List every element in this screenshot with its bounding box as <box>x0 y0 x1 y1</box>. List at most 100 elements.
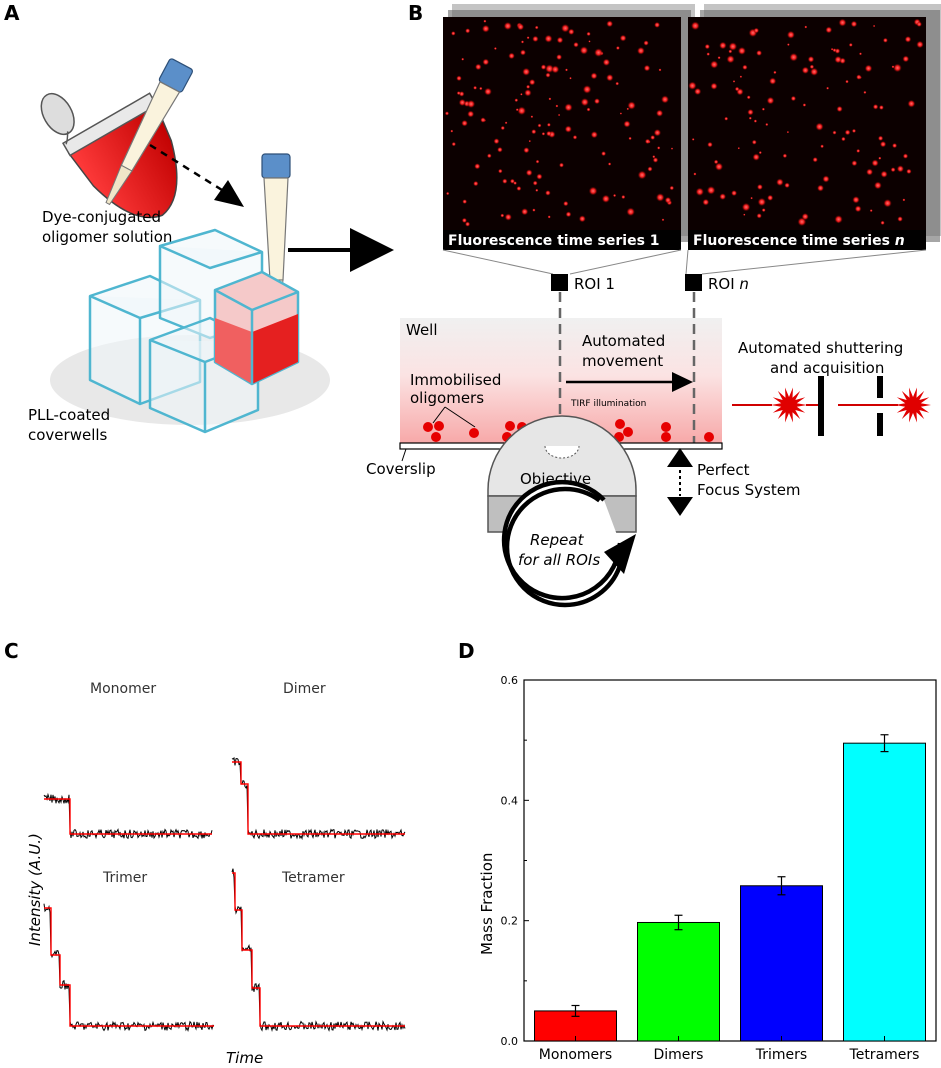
fluorescent-spot <box>863 90 867 94</box>
fluorescent-spot <box>482 58 490 66</box>
fluorescent-spot <box>812 157 818 163</box>
fluorescent-spot <box>456 91 461 96</box>
fluorescent-spot <box>892 143 898 149</box>
fluorescent-spot <box>626 207 635 217</box>
fluorescent-spot <box>804 25 808 29</box>
fluorescent-spot <box>719 193 727 201</box>
fluorescent-spot <box>534 25 539 30</box>
panel-label-d: D <box>458 639 475 663</box>
fluorescent-spot <box>830 47 834 51</box>
fluorescent-spot <box>688 81 697 90</box>
fluorescent-spot <box>536 173 543 180</box>
movement-label-1: Automated <box>582 332 665 350</box>
fluorescent-spot <box>834 55 842 64</box>
fluorescent-spot <box>545 72 551 78</box>
fluorescence-image-1: Fluorescence time series 1 <box>443 17 681 250</box>
fluorescent-spot <box>832 48 837 53</box>
fluorescence-image-n: Fluorescence time series n <box>688 17 926 250</box>
fluorescent-spot <box>747 109 754 116</box>
fluorescent-spot <box>535 159 540 164</box>
fluorescent-spot <box>742 64 748 71</box>
fluorescent-spot <box>902 198 906 202</box>
fluorescent-spot <box>802 103 807 107</box>
fluorescent-spot <box>801 213 809 221</box>
fluorescent-spot <box>475 63 482 71</box>
fluorescent-spot <box>516 186 522 191</box>
fluorescent-spot <box>752 153 760 161</box>
fluorescent-spot <box>590 72 598 80</box>
fluorescent-spot <box>728 42 738 51</box>
fluorescent-spot <box>530 115 534 119</box>
fluorescent-spot <box>661 218 665 222</box>
fluorescent-spot <box>504 213 512 221</box>
fluorescent-spot <box>706 52 710 56</box>
fluorescent-spot <box>573 41 579 48</box>
fluorescent-spot <box>714 162 724 171</box>
x-tick-label: Dimers <box>654 1047 704 1063</box>
trace-tetramer <box>231 868 406 1033</box>
fluorescent-spot <box>500 213 505 218</box>
fluorescent-spot <box>619 34 627 42</box>
fluorescent-spot <box>765 122 769 127</box>
fluorescent-spot <box>467 99 476 109</box>
fluorescent-spot <box>753 27 760 34</box>
fluorescent-spot <box>601 194 611 203</box>
fluorescent-spot <box>751 139 757 145</box>
trace-trimer-fit <box>44 907 214 1027</box>
fluorescent-spot <box>523 147 530 154</box>
fluorescent-spot <box>615 81 620 86</box>
fluorescent-spot <box>461 57 465 61</box>
fluorescent-spot <box>613 193 617 198</box>
fluorescent-spot <box>664 196 672 204</box>
fluorescent-spot <box>643 40 649 46</box>
fluorescent-spot <box>848 42 853 47</box>
fluorescent-spot <box>801 66 810 75</box>
roi-n-box <box>685 274 702 291</box>
fluorescent-spot <box>743 213 746 216</box>
focus-arrow-down <box>667 497 693 516</box>
fluorescent-spot <box>515 108 519 112</box>
fluorescent-spot <box>540 64 547 70</box>
fluorescent-spot <box>450 129 454 133</box>
fluorescent-spot <box>568 28 575 35</box>
fluorescent-spot <box>626 107 630 111</box>
fluorescent-spot <box>594 98 600 105</box>
focus-label-2: Focus System <box>697 481 801 499</box>
fluorescent-spot <box>623 120 631 128</box>
fluorescent-spot <box>531 129 537 135</box>
fluorescent-spot <box>546 122 551 127</box>
fluorescent-spot <box>838 18 847 27</box>
fluorescent-spot <box>627 101 636 110</box>
shutter-open-bottom <box>877 413 883 436</box>
fluorescent-spot <box>517 106 526 116</box>
fluorescent-spot <box>832 130 837 135</box>
fluorescent-spot <box>731 190 738 197</box>
fluorescent-spot <box>856 74 862 80</box>
fluorescent-spot <box>690 21 700 31</box>
fluorescent-spot <box>758 151 762 155</box>
y-tick-label: 0.4 <box>501 794 519 807</box>
laser-burst-icon <box>771 387 807 423</box>
laser-burst-icon <box>895 387 931 423</box>
fluorescent-spot <box>529 79 536 86</box>
trace-title-trimer: Trimer <box>102 870 147 886</box>
fluorescent-spot <box>902 55 910 63</box>
roi-1-label: ROI 1 <box>574 275 615 293</box>
fluorescent-spot <box>551 65 560 74</box>
fluorescent-spot <box>893 63 902 73</box>
fluorescent-spot <box>877 135 884 141</box>
dashed-arrow <box>149 143 223 192</box>
fluorescent-spot <box>834 215 843 224</box>
trace-dimer <box>231 756 406 841</box>
tirf-label: TIRF illumination <box>570 399 646 409</box>
fluorescent-spot <box>564 103 573 112</box>
fluorescent-spot <box>656 109 664 117</box>
fluorescent-spot <box>879 141 887 148</box>
x-tick-label: Trimers <box>755 1047 807 1063</box>
fluorescent-spot <box>817 184 824 192</box>
fluorescent-spot <box>637 170 647 180</box>
fluorescent-spot <box>756 213 762 219</box>
trace-xlabel: Time <box>226 1049 263 1067</box>
solution-label-1: Dye-conjugated <box>42 208 161 226</box>
